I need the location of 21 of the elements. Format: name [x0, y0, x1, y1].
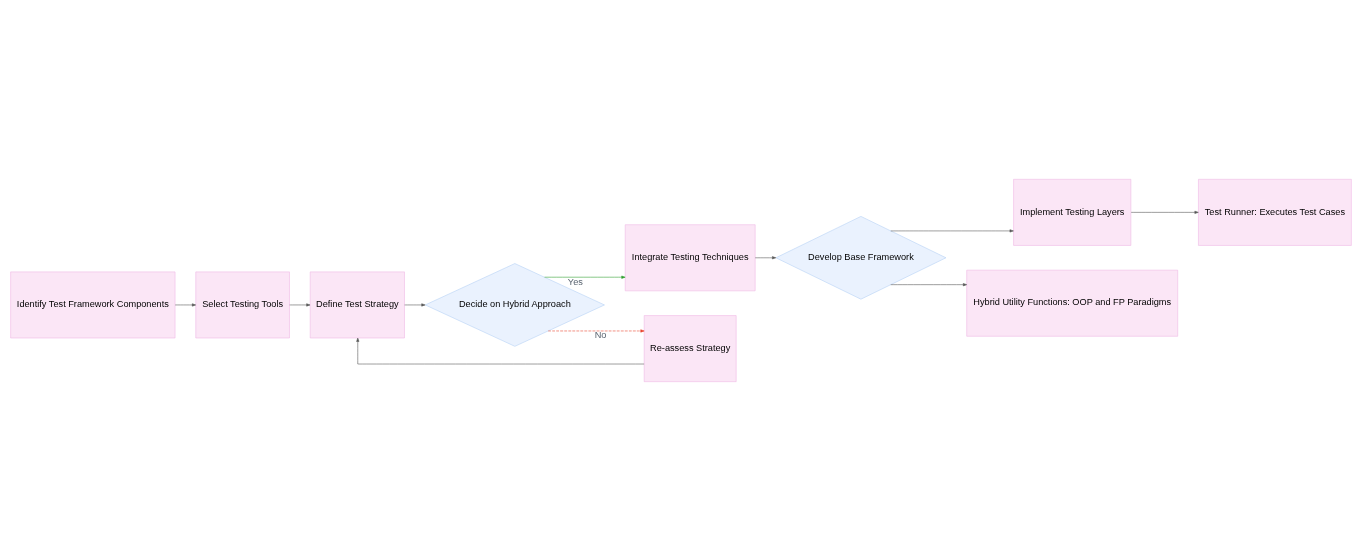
- arrow: [174, 302, 196, 306]
- node-box: Implement Testing Layers: [1013, 178, 1132, 246]
- arrow: [544, 275, 626, 279]
- node-box: Hybrid Utility Functions: OOP and FP Paradigms: [966, 269, 1178, 337]
- arrow: [404, 302, 426, 306]
- arrow: [890, 228, 1014, 232]
- arrow: [289, 302, 311, 306]
- arrow: [1130, 210, 1199, 214]
- node-box: Re-assess Strategy: [643, 314, 737, 382]
- node-box: Test Runner: Executes Test Cases: [1198, 178, 1352, 246]
- arrow: [356, 337, 645, 364]
- arrow: [890, 282, 967, 286]
- arrow: [754, 255, 777, 259]
- edge-label: Yes: [567, 276, 583, 287]
- arrow: [547, 328, 645, 332]
- edge-label: No: [594, 329, 607, 340]
- node-box: Select Testing Tools: [195, 271, 290, 338]
- node-diamond: Develop Base Framework: [775, 215, 947, 299]
- node-box: Integrate Testing Techniques: [624, 223, 756, 291]
- node-box: Identify Test Framework Components: [10, 271, 176, 338]
- node-box: Define Test Strategy: [309, 271, 405, 338]
